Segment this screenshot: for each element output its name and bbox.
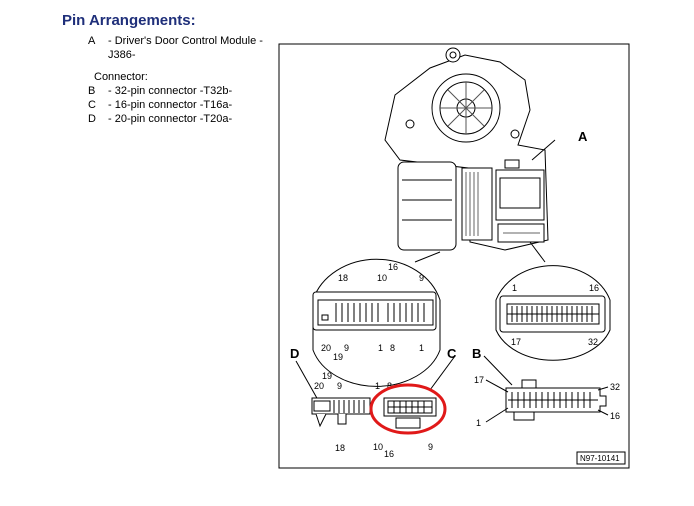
conn-b-leader-1 (485, 407, 509, 423)
callout-a-label: A (578, 129, 588, 144)
conn-b-pin-17: 17 (474, 375, 484, 385)
zoom-left-pin-9b: 9 (344, 343, 349, 353)
legend-key-a: A (88, 35, 96, 47)
conn-c-pin-8: 8 (387, 381, 392, 391)
conn-d-pin-20: 20 (314, 381, 324, 391)
zoom-left-pin-10: 10 (377, 273, 387, 283)
legend-item-a-cont: J386- (62, 48, 302, 62)
callout-d-label: D (290, 346, 299, 361)
ref-code: N97-10141 (580, 454, 620, 463)
ref-code-box (576, 451, 626, 465)
zoom-right-pin-1: 1 (512, 283, 517, 293)
conn-b-leader-17 (485, 379, 509, 393)
callout-c-label: C (447, 346, 457, 361)
legend-key-c: C (88, 99, 96, 111)
conn-b-pin-1: 1 (476, 418, 481, 428)
zoom-left-pin-9: 9 (419, 273, 424, 283)
door-control-module-drawing (384, 47, 549, 251)
zoom-left-pin-16: 16 (388, 262, 398, 272)
legend-text-b: - 32-pin connector -T32b- (108, 85, 233, 97)
zoom-left-pin-20: 20 (321, 343, 331, 353)
conn-c-pin-9: 9 (428, 442, 433, 452)
conn-b-leader-32 (597, 386, 609, 391)
zoom-right-connector (495, 241, 611, 361)
legend-text-d: - 20-pin connector -T20a- (108, 113, 233, 125)
pin-legend: A- Driver's Door Control Module - J386- … (62, 34, 302, 126)
legend-item-a: A - Driver's Door Control Module - (62, 34, 302, 48)
legend-key-b: B (88, 85, 96, 97)
legend-connector-heading: Connector: (94, 71, 148, 83)
conn-b-pin-16: 16 (610, 411, 620, 421)
conn-b-leader-16 (597, 409, 609, 416)
figure-frame (278, 43, 630, 469)
zoom-right-pin-32: 32 (588, 337, 598, 347)
conn-d-pin-9: 9 (337, 381, 342, 391)
zoom-left-pin-18: 18 (338, 273, 348, 283)
page-title: Pin Arrangements: (62, 12, 196, 29)
connector-c-drawing (383, 355, 456, 429)
zoom-left-pin-19: 19 (333, 352, 343, 362)
conn-c-pin-10: 10 (373, 442, 383, 452)
zoom-right-pin-16: 16 (589, 283, 599, 293)
legend-item-b: B - 32-pin connector -T32b- (62, 84, 302, 98)
legend-item-d: D - 20-pin connector -T20a- (62, 112, 302, 126)
conn-d-pin-18: 18 (335, 443, 345, 453)
callout-a-leader (531, 139, 556, 161)
conn-c-pin-1: 1 (375, 381, 380, 391)
zoom-left-pin-8: 8 (390, 343, 395, 353)
legend-key-d: D (88, 113, 96, 125)
connector-c-highlight (369, 383, 447, 435)
zoom-right-pin-17: 17 (511, 337, 521, 347)
legend-item-c: C - 16-pin connector -T16a- (62, 98, 302, 112)
conn-d-pin-19: 19 (322, 371, 332, 381)
legend-text-a: - Driver's Door Control Module - (108, 35, 263, 47)
legend-text-a2: J386- (108, 49, 136, 61)
zoom-left-pin-1: 1 (378, 343, 383, 353)
zoom-left-pin-1b: 1 (419, 343, 424, 353)
connector-b-drawing (483, 355, 607, 421)
zoom-left-connector (312, 251, 441, 387)
connector-d-drawing (295, 360, 371, 428)
legend-text-c: - 16-pin connector -T16a- (108, 99, 233, 111)
conn-c-pin-16: 16 (384, 449, 394, 459)
conn-b-pin-32: 32 (610, 382, 620, 392)
callout-b-label: B (472, 346, 481, 361)
